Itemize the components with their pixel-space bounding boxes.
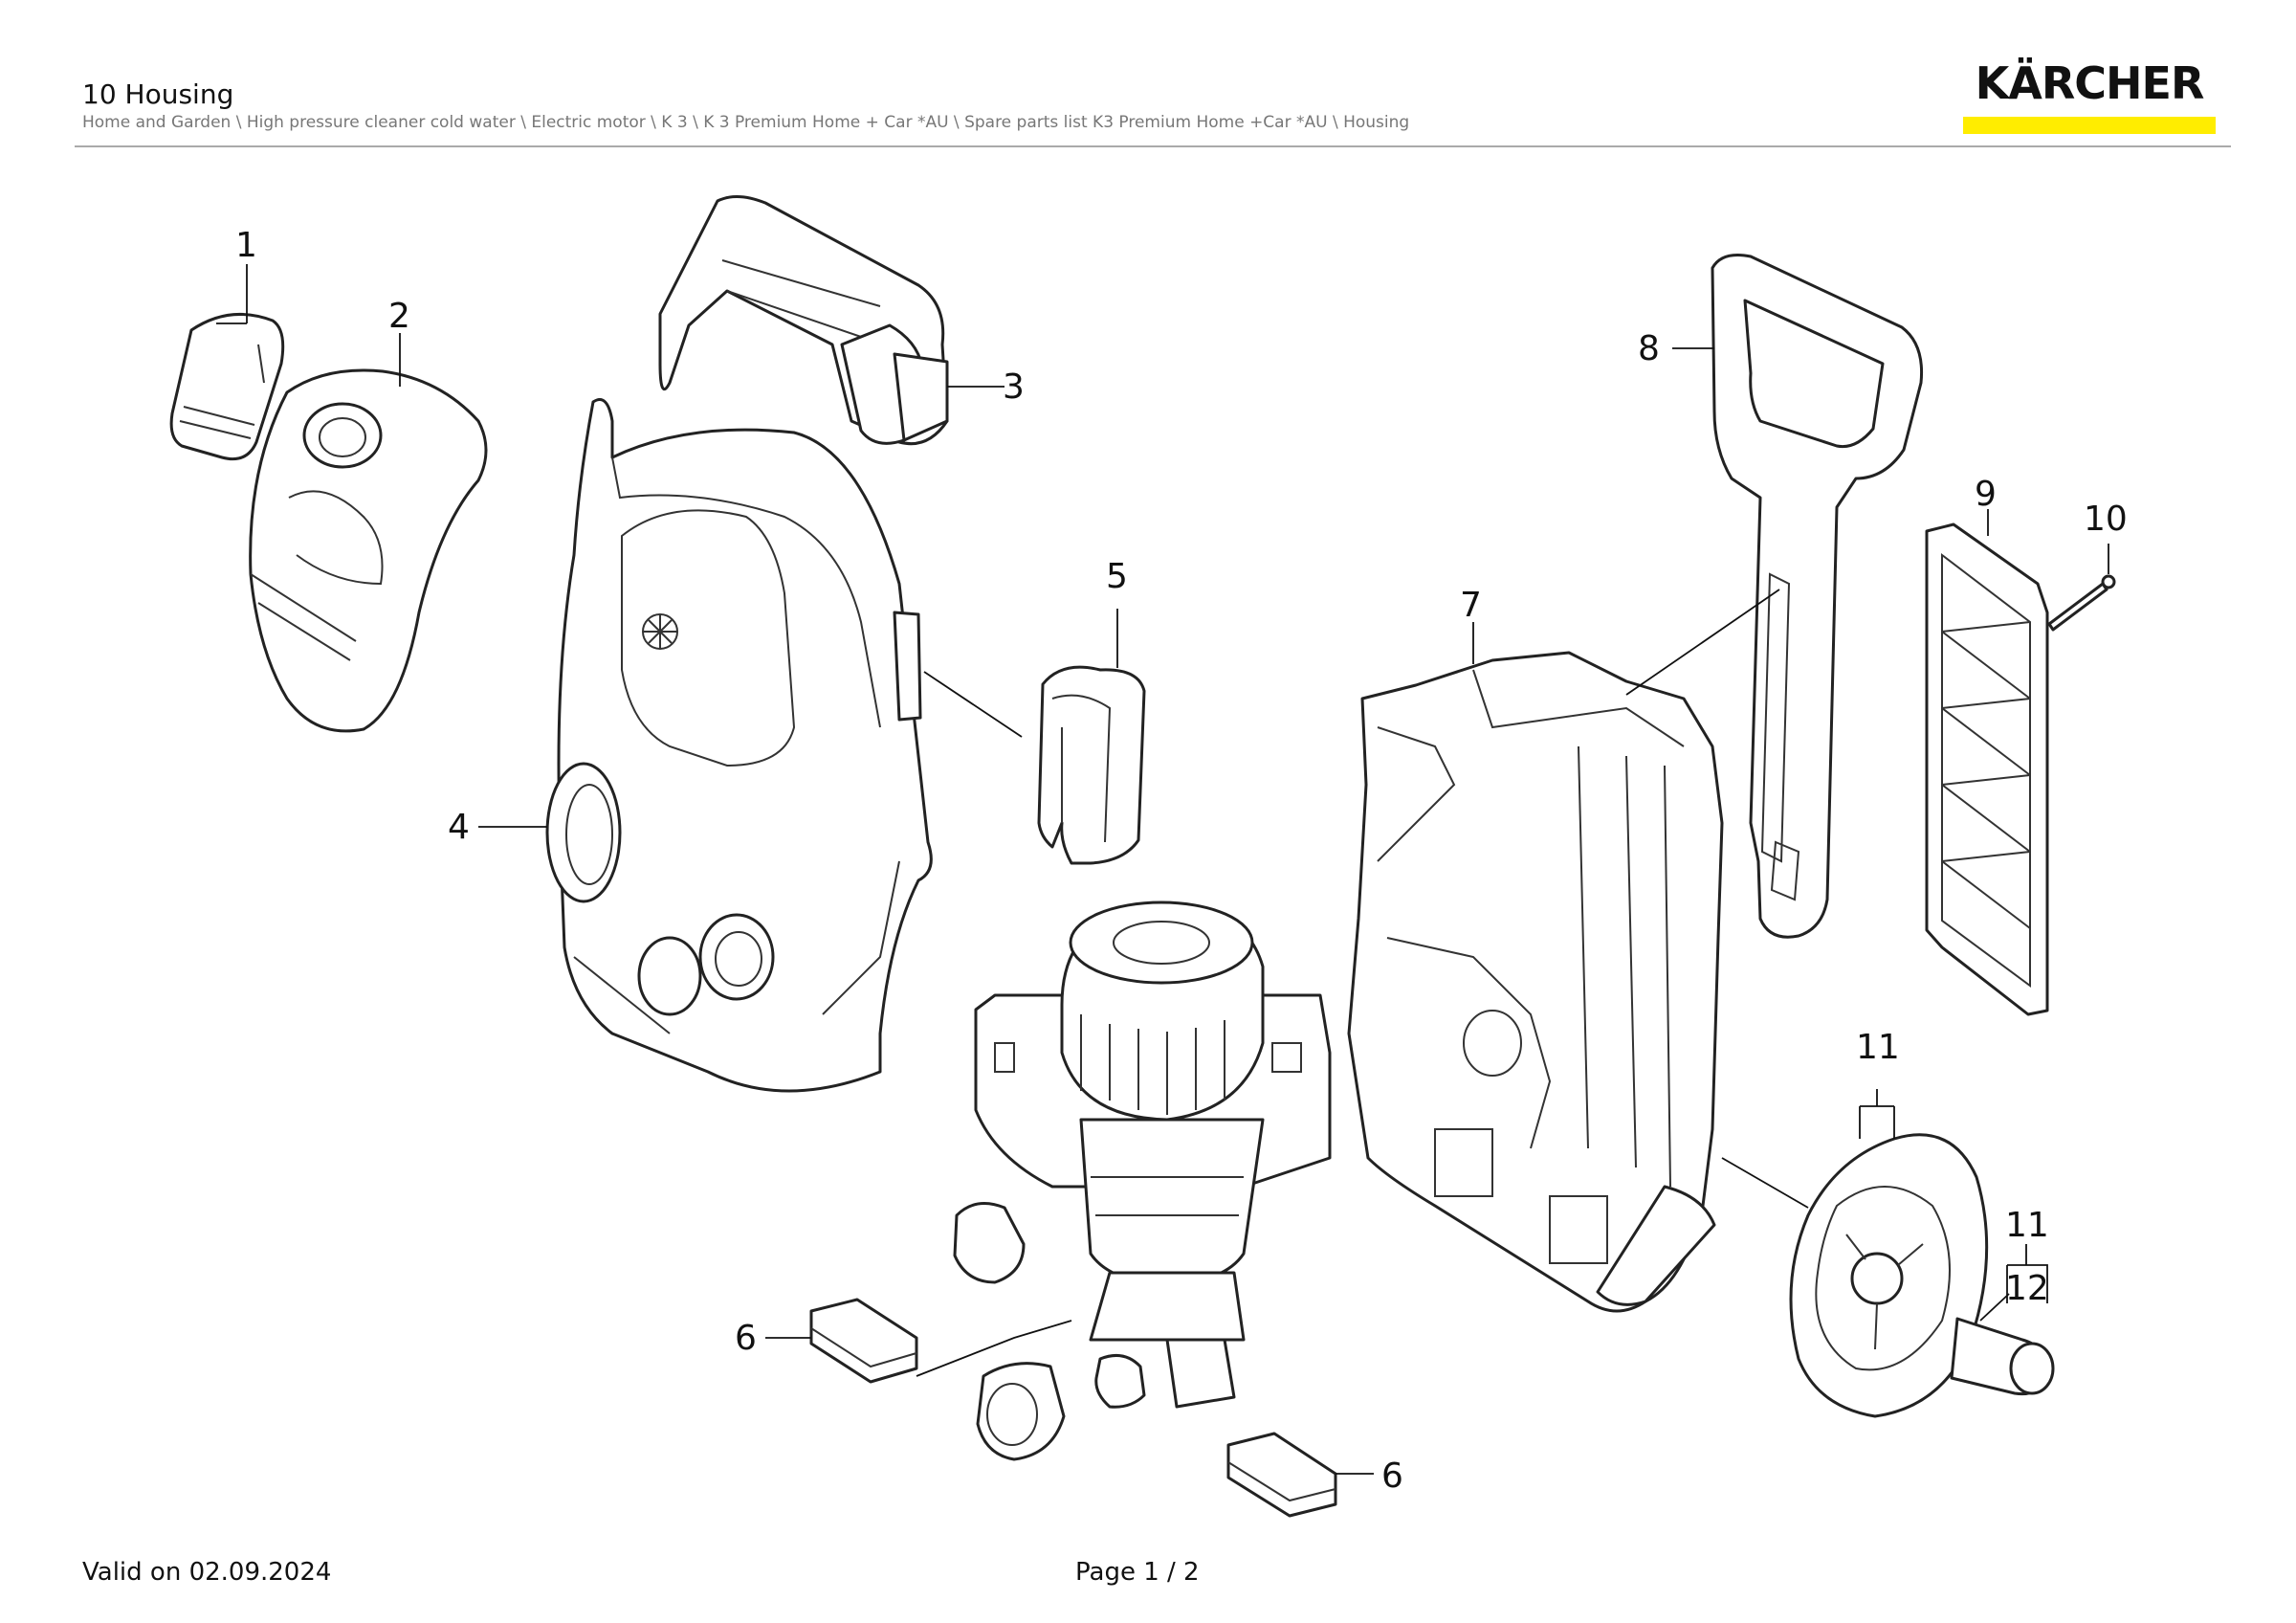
leader-6a-b	[916, 1320, 1072, 1377]
part-4-housing-shell[interactable]	[545, 398, 933, 1093]
breadcrumb: Home and Garden \ High pressure cleaner …	[82, 113, 1410, 132]
pump-fittings	[976, 1353, 1146, 1461]
callout-7: 7	[1460, 586, 1482, 625]
leader-11a-b	[1721, 1157, 1809, 1209]
leader-11a	[1859, 1089, 1895, 1139]
header-divider	[75, 145, 2231, 147]
callout-11-cap: 11	[2005, 1206, 2049, 1245]
part-1-cap[interactable]	[169, 312, 285, 461]
callout-3: 3	[1003, 367, 1025, 407]
callout-10: 10	[2084, 500, 2128, 539]
callout-11-wheel: 11	[1856, 1028, 1900, 1067]
callout-12: 12	[2005, 1269, 2049, 1308]
part-12-axle-cap[interactable]	[1950, 1317, 2055, 1396]
part-10-screw[interactable]	[2047, 574, 2116, 632]
callout-5: 5	[1106, 557, 1128, 596]
brand-logo: KÄRCHER	[1963, 61, 2216, 134]
callout-6-upper: 6	[735, 1319, 757, 1358]
page-indicator: Page 1 / 2	[1075, 1558, 1200, 1587]
callout-6-lower: 6	[1381, 1456, 1403, 1496]
part-2-front-cover[interactable]	[249, 368, 488, 733]
part-7-chassis-frame[interactable]	[1347, 651, 1724, 1313]
callout-9: 9	[1975, 475, 1997, 514]
brand-logo-text: KÄRCHER	[1975, 57, 2205, 109]
leader-11b	[2006, 1244, 2048, 1303]
part-8-push-handle[interactable]	[1711, 254, 1924, 939]
leader-1	[216, 264, 248, 324]
part-11-wheel[interactable]	[1789, 1133, 1989, 1418]
leader-5b	[923, 671, 1023, 738]
page-title: 10 Housing	[82, 78, 234, 110]
callout-4: 4	[448, 808, 470, 847]
valid-date: Valid on 02.09.2024	[82, 1558, 332, 1587]
part-3-carry-handle[interactable]	[658, 195, 949, 446]
callout-8: 8	[1638, 329, 1660, 368]
callout-1: 1	[235, 226, 257, 265]
part-9-side-panel[interactable]	[1925, 522, 2049, 1016]
part-6-foot-left[interactable]	[809, 1298, 918, 1384]
pump-motor-assembly	[953, 900, 1332, 1409]
part-6-foot-right[interactable]	[1226, 1432, 1337, 1518]
callout-2: 2	[388, 297, 410, 336]
part-5-hose-holder[interactable]	[1037, 665, 1146, 865]
brand-logo-bar	[1963, 117, 2216, 134]
leader-12	[1979, 1293, 2010, 1322]
leader-8b	[1625, 589, 1780, 696]
